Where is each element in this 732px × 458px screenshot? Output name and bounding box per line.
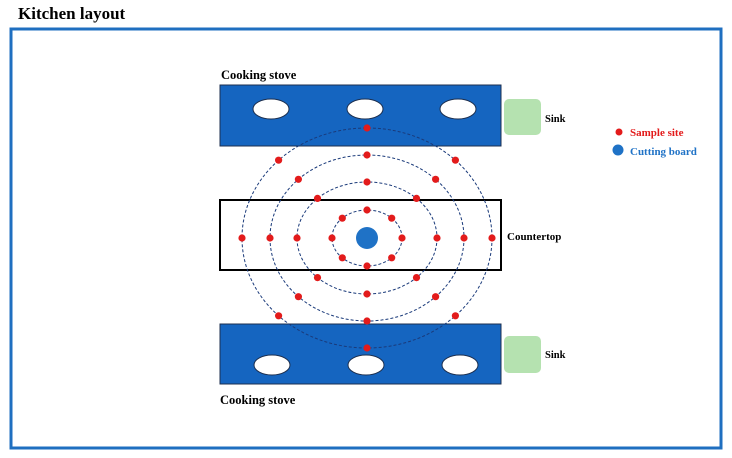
sample-site <box>294 175 302 183</box>
sample-site <box>238 234 246 242</box>
sample-site <box>363 344 371 352</box>
sample-site <box>432 175 440 183</box>
sample-site <box>363 178 371 186</box>
sample-site <box>388 214 396 222</box>
sample-site <box>275 156 283 164</box>
sample-site <box>451 156 459 164</box>
sink-bottom <box>504 336 541 373</box>
sample-site <box>266 234 274 242</box>
legend-cutting-board-label: Cutting board <box>630 146 697 158</box>
sample-site <box>412 274 421 282</box>
sample-site <box>338 214 346 222</box>
sink-top-label: Sink <box>545 114 566 125</box>
sample-site <box>313 194 322 202</box>
sample-site <box>293 234 301 242</box>
burner-bottom-2 <box>347 354 385 376</box>
sample-site <box>363 151 371 159</box>
legend-sample-site-label: Sample site <box>630 127 684 139</box>
cutting-board <box>356 227 378 249</box>
sample-site <box>338 254 346 262</box>
legend-cutting-board-marker <box>612 144 624 156</box>
sample-site <box>460 234 468 242</box>
sample-site <box>488 234 496 242</box>
legend-sample-site-marker <box>615 128 623 136</box>
page-title: Kitchen layout <box>18 4 126 23</box>
burner-top-2 <box>346 98 384 120</box>
burner-top-1 <box>252 98 290 120</box>
sample-site <box>412 194 421 202</box>
burner-top-3 <box>439 98 477 120</box>
countertop <box>219 199 502 271</box>
sample-site <box>363 262 371 270</box>
sample-sites <box>238 124 496 352</box>
sample-site <box>363 124 371 132</box>
burner-bottom-3 <box>441 354 479 376</box>
kitchen-frame <box>9 27 723 450</box>
stove-top-label: Cooking stove <box>221 68 297 82</box>
sample-site <box>328 234 336 242</box>
sample-site <box>451 312 459 320</box>
sink-bottom-label: Sink <box>545 350 566 361</box>
sample-site <box>398 234 406 242</box>
sample-site <box>433 234 441 242</box>
legend: Sample site Cutting board <box>612 127 697 158</box>
sample-site <box>294 293 302 301</box>
sample-site <box>388 254 396 262</box>
sample-site <box>313 274 322 282</box>
sample-site <box>275 312 283 320</box>
sample-site <box>363 290 371 298</box>
sample-site <box>363 206 371 214</box>
sample-site <box>432 293 440 301</box>
burner-bottom-1 <box>253 354 291 376</box>
sample-site <box>363 317 371 325</box>
countertop-label: Countertop <box>507 231 561 243</box>
stove-bottom-label: Cooking stove <box>220 393 296 407</box>
sink-top <box>504 99 541 135</box>
